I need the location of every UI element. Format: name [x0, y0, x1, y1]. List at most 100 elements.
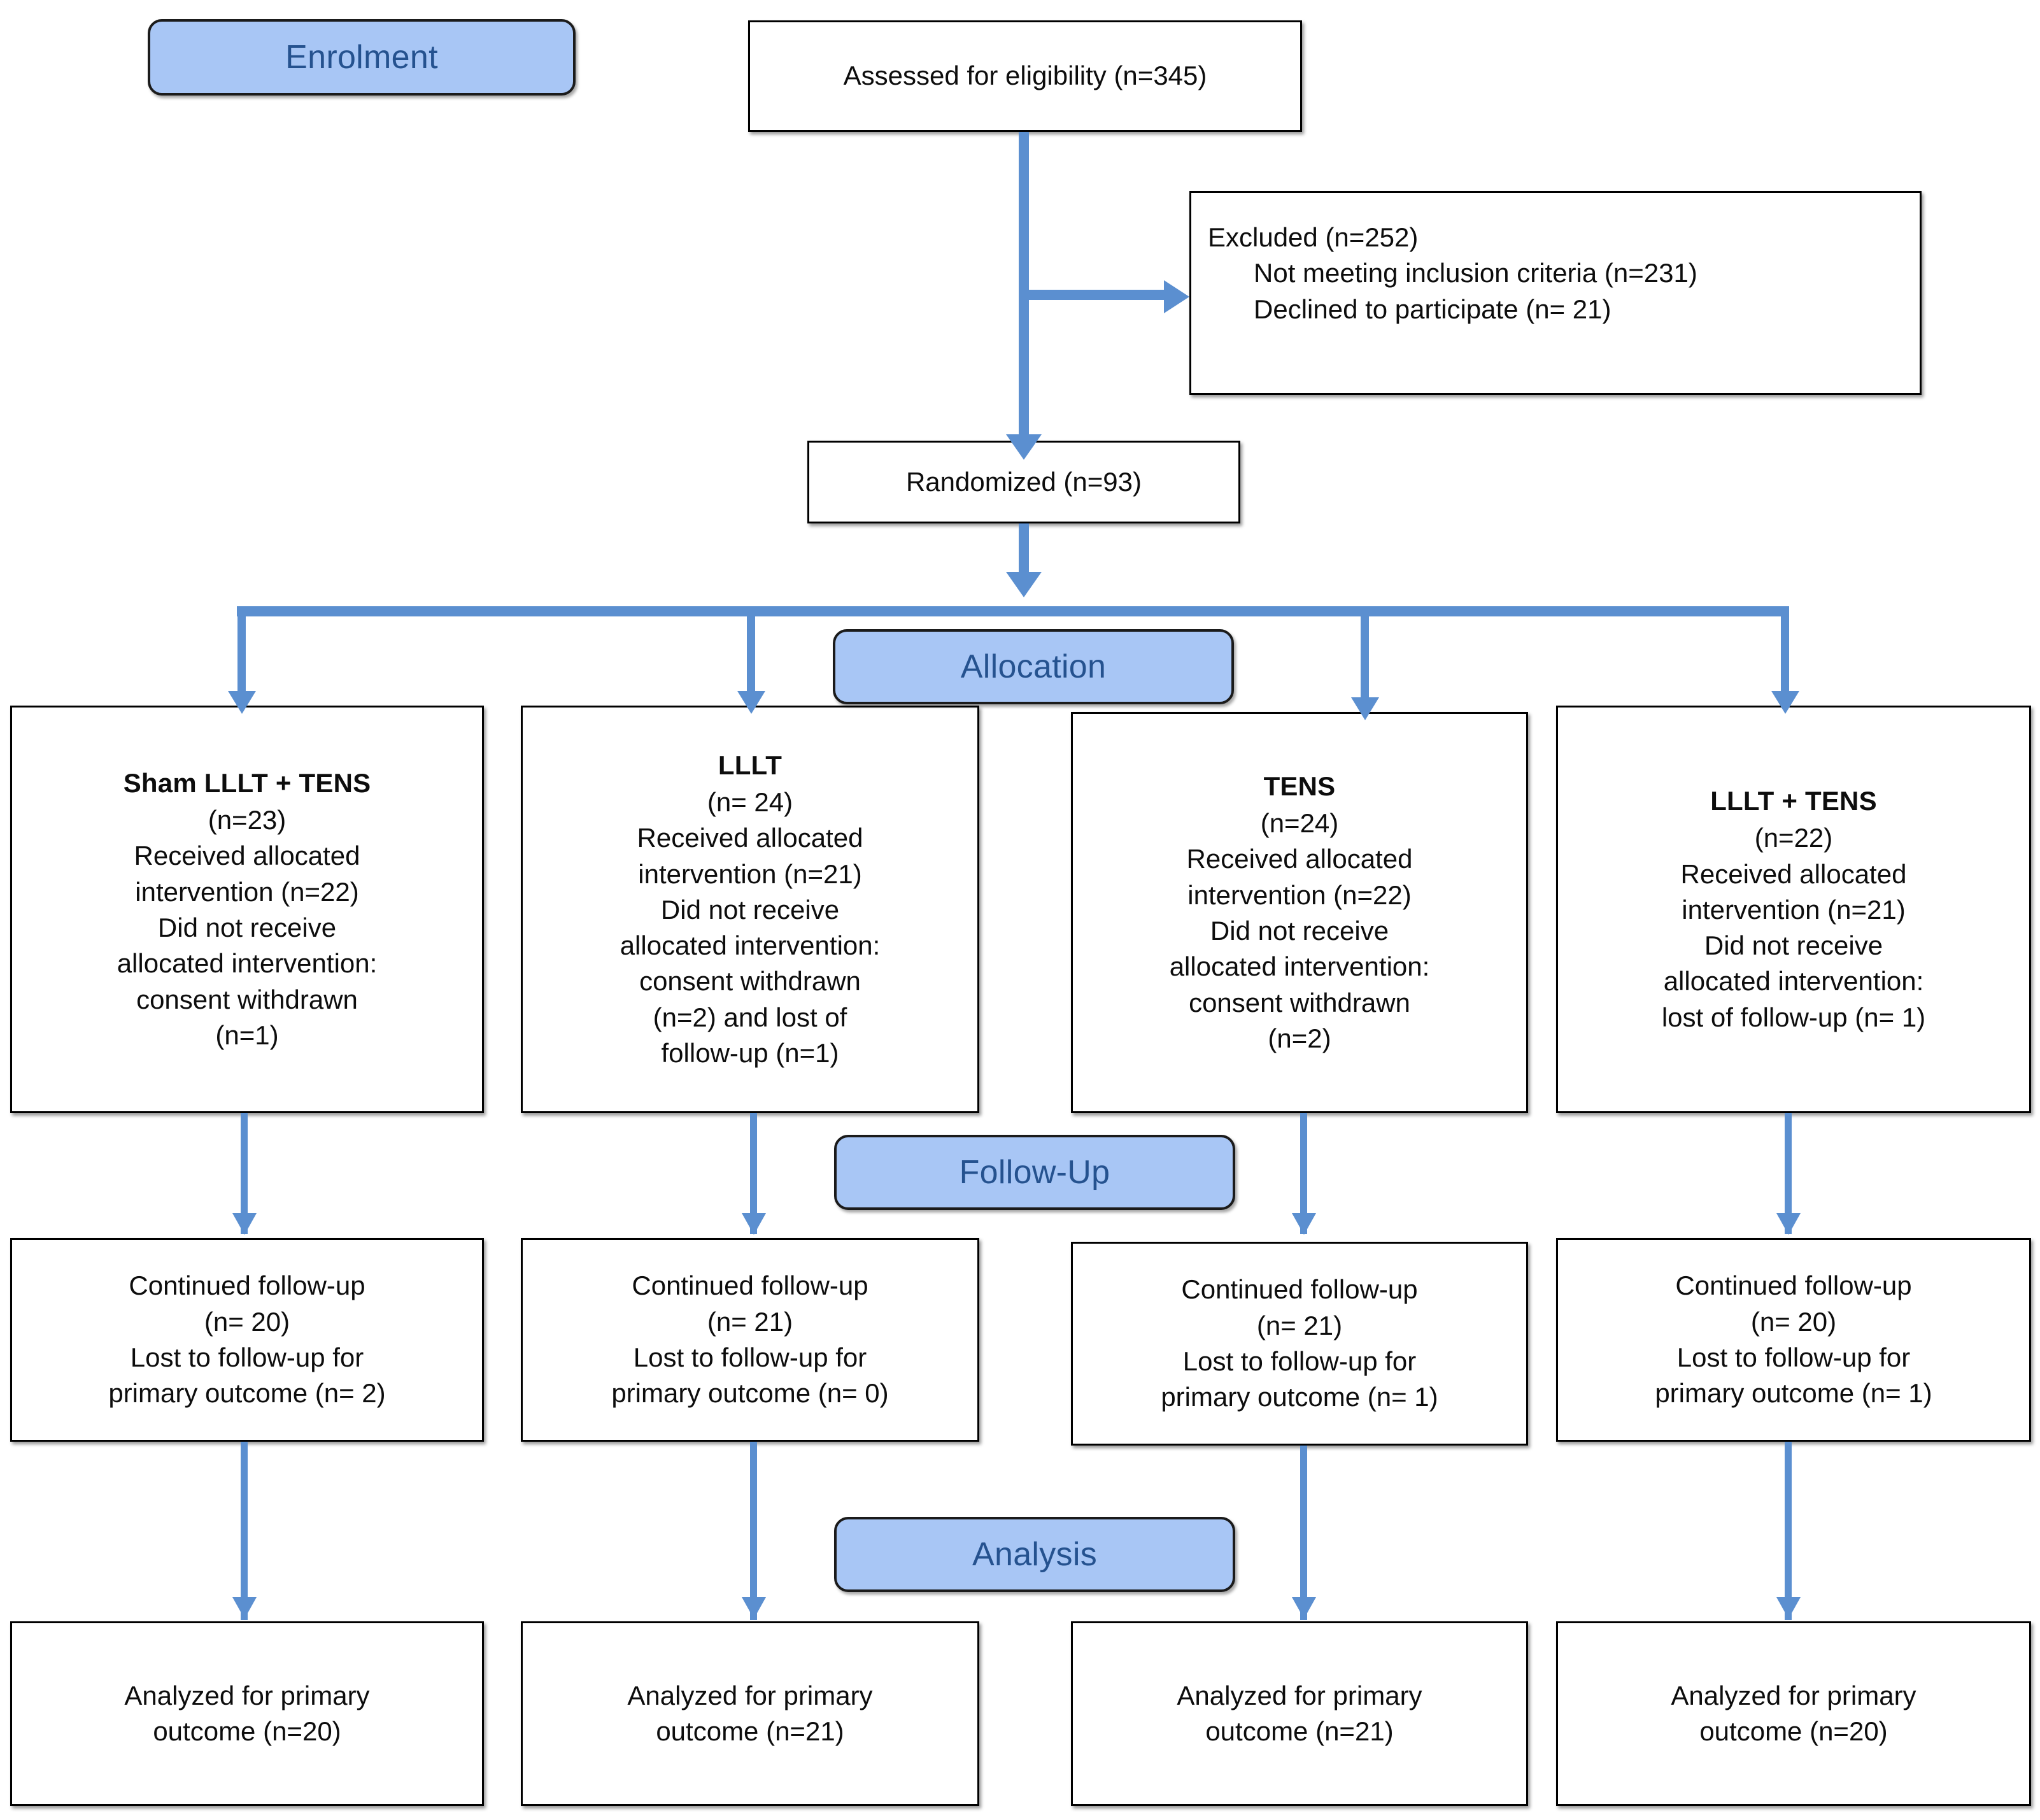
- allocation-group-2-line: (n=2) and lost of: [653, 1002, 847, 1032]
- allocation-group-2-n: (n= 24): [707, 787, 793, 818]
- arrowhead-randomized-to-split: [1006, 572, 1042, 597]
- analysis-group-2-line: Analyzed for primary: [627, 1680, 873, 1710]
- stage-badge-followup-label: Follow-Up: [959, 1154, 1110, 1191]
- box-followup-group-4: Continued follow-up (n= 20) Lost to foll…: [1556, 1238, 2031, 1442]
- connector-group-4-to-followup: [1785, 1113, 1792, 1234]
- connector-followup-3-to-analysis: [1300, 1446, 1307, 1620]
- arrowhead-split-to-group-4: [1771, 691, 1799, 714]
- allocation-group-3-line: allocated intervention:: [1169, 951, 1430, 982]
- allocation-group-1-n: (n=23): [208, 805, 287, 835]
- allocation-group-3-line: (n=2): [1268, 1023, 1331, 1053]
- box-excluded: Excluded (n=252) Not meeting inclusion c…: [1189, 191, 1922, 395]
- analysis-group-1-line: Analyzed for primary: [124, 1680, 370, 1710]
- analysis-group-4-line: Analyzed for primary: [1671, 1680, 1916, 1710]
- arrowhead-group-4-to-followup: [1776, 1213, 1801, 1235]
- allocation-group-4-title: LLLT + TENS: [1710, 786, 1877, 816]
- allocation-group-2-title: LLLT: [718, 750, 783, 780]
- allocation-group-2-line: consent withdrawn: [639, 966, 861, 997]
- allocation-group-2-line: intervention (n=21): [638, 858, 862, 889]
- followup-group-3-line: Lost to follow-up for: [1182, 1346, 1417, 1376]
- allocation-group-3-line: Did not receive: [1210, 916, 1389, 946]
- connector-group-2-to-followup: [750, 1113, 757, 1234]
- connector-split-to-group-1: [237, 611, 246, 700]
- followup-group-2-line: Lost to follow-up for: [633, 1342, 867, 1372]
- arrowhead-split-to-group-2: [737, 691, 765, 714]
- stage-badge-analysis: Analysis: [834, 1517, 1235, 1592]
- arrowhead-group-3-to-followup: [1292, 1213, 1316, 1235]
- connector-split-to-group-4: [1781, 611, 1789, 700]
- followup-group-2-line: primary outcome (n= 0): [611, 1378, 889, 1409]
- allocation-group-3-line: Received allocated: [1186, 844, 1413, 874]
- allocation-group-1-line: allocated intervention:: [117, 948, 378, 979]
- stage-badge-followup: Follow-Up: [834, 1135, 1235, 1210]
- allocation-group-4-line: lost of follow-up (n= 1): [1661, 1002, 1926, 1032]
- allocation-group-4-line: allocated intervention:: [1663, 966, 1924, 997]
- excluded-heading: Excluded (n=252): [1208, 222, 1419, 252]
- box-followup-group-2: Continued follow-up (n= 21) Lost to foll…: [521, 1238, 979, 1442]
- assessed-text: Assessed for eligibility (n=345): [843, 60, 1207, 91]
- connector-followup-4-to-analysis: [1785, 1442, 1792, 1620]
- analysis-group-4-line: outcome (n=20): [1699, 1716, 1888, 1746]
- allocation-group-3-n: (n=24): [1260, 808, 1339, 839]
- box-followup-group-3: Continued follow-up (n= 21) Lost to foll…: [1071, 1242, 1528, 1446]
- stage-badge-allocation-label: Allocation: [960, 648, 1107, 685]
- connector-assessed-to-randomized: [1019, 132, 1029, 444]
- followup-group-4-line: (n= 20): [1750, 1306, 1837, 1337]
- stage-badge-analysis-label: Analysis: [972, 1536, 1098, 1573]
- followup-group-4-line: primary outcome (n= 1): [1655, 1378, 1932, 1409]
- allocation-group-4-line: intervention (n=21): [1682, 894, 1906, 925]
- followup-group-3-line: Continued follow-up: [1181, 1274, 1418, 1305]
- box-analysis-group-2: Analyzed for primary outcome (n=21): [521, 1621, 979, 1806]
- box-allocation-group-4: LLLT + TENS (n=22) Received allocated in…: [1556, 706, 2031, 1113]
- followup-group-1-line: Continued follow-up: [129, 1270, 365, 1301]
- followup-group-2-line: (n= 21): [707, 1306, 793, 1337]
- box-followup-group-1: Continued follow-up (n= 20) Lost to foll…: [10, 1238, 484, 1442]
- allocation-group-1-line: (n=1): [215, 1020, 279, 1050]
- arrowhead-to-excluded: [1164, 280, 1189, 313]
- excluded-reason-declined: Declined to participate (n= 21): [1254, 294, 1611, 324]
- connector-split-to-group-3: [1361, 611, 1369, 707]
- followup-group-1-line: primary outcome (n= 2): [108, 1378, 386, 1409]
- box-assessed-for-eligibility: Assessed for eligibility (n=345): [748, 20, 1302, 132]
- connector-followup-2-to-analysis: [750, 1442, 757, 1620]
- stage-badge-enrolment: Enrolment: [148, 19, 576, 96]
- followup-group-4-line: Lost to follow-up for: [1676, 1342, 1911, 1372]
- connector-group-1-to-followup: [241, 1113, 248, 1234]
- allocation-group-2-line: Did not receive: [660, 894, 840, 925]
- followup-group-1-line: Lost to follow-up for: [130, 1342, 364, 1372]
- analysis-group-3-line: outcome (n=21): [1205, 1716, 1394, 1746]
- box-analysis-group-4: Analyzed for primary outcome (n=20): [1556, 1621, 2031, 1806]
- stage-badge-enrolment-label: Enrolment: [285, 39, 438, 76]
- stage-badge-allocation: Allocation: [833, 629, 1234, 704]
- randomized-text: Randomized (n=93): [905, 466, 1142, 497]
- arrowhead-to-randomized: [1006, 434, 1042, 460]
- connector-group-3-to-followup: [1300, 1113, 1307, 1234]
- allocation-group-4-n: (n=22): [1754, 823, 1833, 853]
- allocation-group-2-line: follow-up (n=1): [661, 1037, 839, 1068]
- followup-group-3-line: primary outcome (n= 1): [1161, 1382, 1438, 1412]
- followup-group-4-line: Continued follow-up: [1675, 1270, 1912, 1301]
- followup-group-1-line: (n= 20): [204, 1306, 290, 1337]
- connector-to-excluded: [1024, 290, 1167, 300]
- connector-split-to-group-2: [747, 611, 755, 700]
- box-allocation-group-2: LLLT (n= 24) Received allocated interven…: [521, 706, 979, 1113]
- allocation-group-3-line: intervention (n=22): [1187, 879, 1412, 910]
- box-analysis-group-1: Analyzed for primary outcome (n=20): [10, 1621, 484, 1806]
- allocation-group-4-line: Did not receive: [1704, 930, 1883, 961]
- allocation-group-1-title: Sham LLLT + TENS: [123, 767, 371, 798]
- arrowhead-split-to-group-3: [1351, 697, 1379, 720]
- allocation-group-2-line: allocated intervention:: [620, 930, 881, 961]
- arrowhead-split-to-group-1: [228, 691, 256, 714]
- allocation-group-1-line: Did not receive: [157, 913, 337, 942]
- allocation-group-1-line: Received allocated: [134, 841, 360, 871]
- allocation-group-3-line: consent withdrawn: [1189, 987, 1410, 1018]
- allocation-group-1-line: intervention (n=22): [135, 876, 359, 907]
- arrowhead-followup-2-to-analysis: [742, 1597, 766, 1619]
- connector-randomized-to-split: [1019, 523, 1029, 579]
- allocation-group-1-line: consent withdrawn: [136, 984, 358, 1014]
- arrowhead-group-2-to-followup: [742, 1213, 766, 1235]
- analysis-group-1-line: outcome (n=20): [153, 1716, 341, 1746]
- connector-followup-1-to-analysis: [241, 1442, 248, 1620]
- arrowhead-group-1-to-followup: [232, 1213, 257, 1235]
